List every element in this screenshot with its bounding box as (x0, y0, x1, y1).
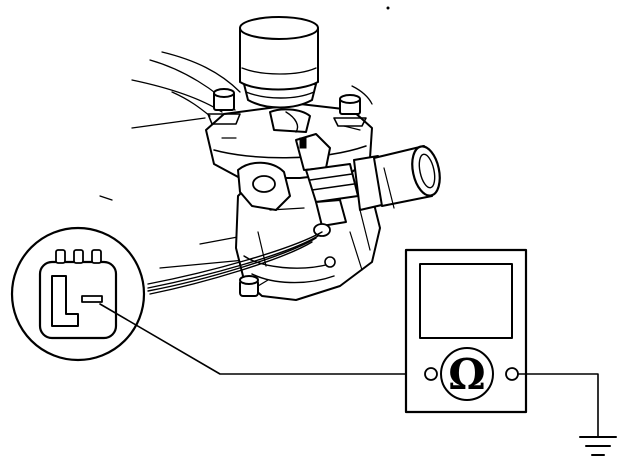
bolt-icon (207, 88, 241, 125)
bolt-icon (333, 94, 367, 127)
ground-symbol-icon (579, 436, 617, 456)
ground-lead (517, 373, 599, 437)
egr-valve-icon (205, 16, 441, 301)
omega-symbol: Ω (448, 350, 485, 399)
connector-terminal-icon (10, 226, 146, 362)
wire-harness (147, 231, 323, 295)
test-lead (99, 303, 427, 375)
ohmmeter-icon: Ω (404, 248, 528, 414)
scan-speck (386, 6, 390, 10)
test-terminal (81, 295, 103, 303)
bolt-icon (239, 275, 269, 297)
